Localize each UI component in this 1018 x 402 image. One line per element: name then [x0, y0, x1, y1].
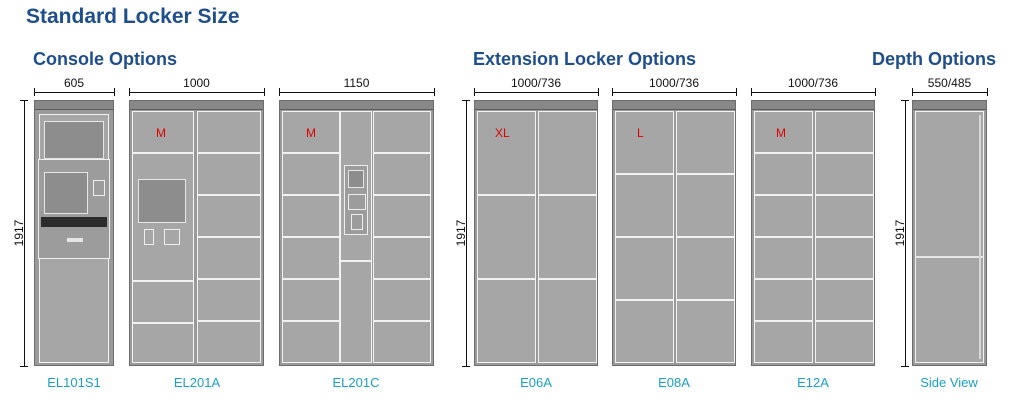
height-label: 1917: [893, 219, 907, 247]
model-label: E06A: [520, 375, 552, 390]
model-label: EL201A: [173, 375, 221, 390]
cabinet-front: XL: [474, 100, 598, 366]
cabinet-front: M: [279, 100, 434, 366]
model-label: E08A: [658, 375, 690, 390]
model-label: Side View: [920, 375, 978, 390]
section-title-extension: Extension Locker Options: [473, 49, 697, 69]
printer-slot: [41, 217, 107, 227]
width-label: 1000/736: [648, 76, 700, 90]
section-title-depth: Depth Options: [872, 49, 996, 69]
side-seam: [915, 256, 984, 258]
cabinet-front: M: [751, 100, 875, 366]
console-panel: [38, 159, 110, 259]
card-reader: [93, 180, 105, 196]
width-label: 1000: [183, 76, 210, 90]
width-label: 1150: [343, 76, 370, 90]
page-title: Standard Locker Size: [26, 5, 240, 28]
door-size-label: M: [306, 126, 316, 140]
model-label: EL201C: [332, 375, 380, 390]
dispense-slot: [67, 238, 83, 242]
cabinet-front: M: [129, 100, 264, 366]
console-panel: [344, 165, 368, 235]
door-size-label: M: [156, 126, 166, 140]
width-label: 1000/736: [510, 76, 562, 90]
width-label: 550/485: [927, 76, 972, 90]
height-label: 1917: [454, 219, 468, 247]
section-title-console: Console Options: [33, 49, 177, 69]
door-size-label: XL: [495, 126, 510, 140]
door-size-label: L: [637, 126, 644, 140]
cabinet-front: [34, 100, 114, 366]
model-label: E12A: [797, 375, 829, 390]
side-rail: [979, 115, 981, 359]
cabinet-side: [912, 100, 987, 366]
width-label: 605: [63, 76, 85, 90]
touch-screen: [348, 170, 364, 188]
touch-screen: [138, 179, 186, 223]
door-size-label: M: [776, 126, 786, 140]
model-label: EL101S1: [47, 375, 101, 390]
upper-panel: [44, 121, 104, 159]
card-reader: [144, 229, 154, 245]
width-label: 1000/736: [787, 76, 839, 90]
touch-screen: [44, 172, 88, 214]
cabinet-front: L: [612, 100, 736, 366]
scanner: [164, 229, 180, 245]
card-reader: [351, 214, 363, 230]
keypad: [348, 194, 366, 210]
height-label: 1917: [12, 219, 26, 247]
